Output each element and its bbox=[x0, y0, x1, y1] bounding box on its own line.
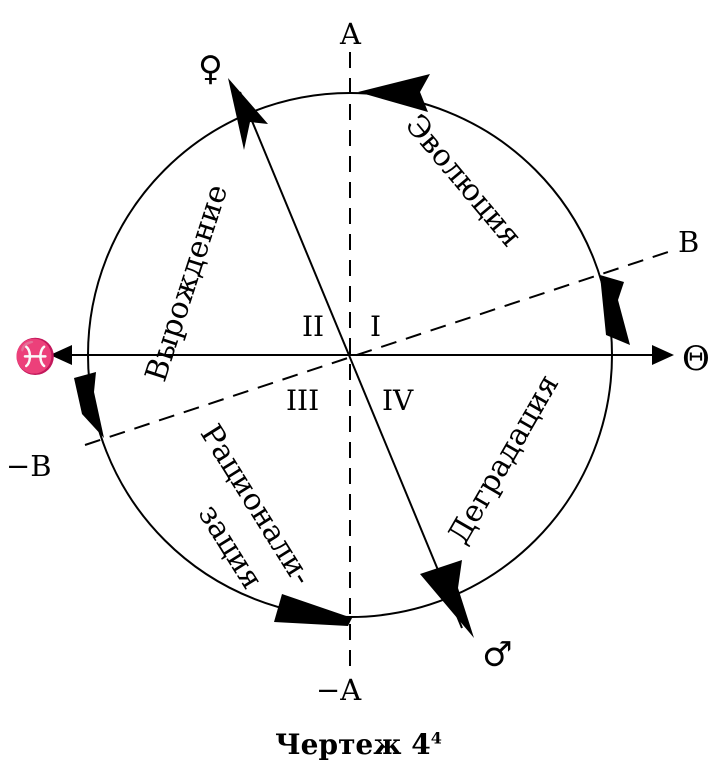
label-evolution: Эволюция bbox=[398, 108, 528, 254]
arrow-venus bbox=[228, 78, 268, 150]
arrow-mars bbox=[420, 560, 474, 638]
label-a-bottom: −A bbox=[316, 673, 362, 707]
arrow-top bbox=[358, 74, 430, 112]
label-degradation: Деградация bbox=[441, 368, 566, 550]
arrow-bottom bbox=[274, 594, 352, 626]
figure-caption: Чертеж 44 bbox=[275, 728, 442, 761]
venus-symbol: ♀ bbox=[198, 49, 223, 89]
arrow-right bbox=[600, 275, 630, 345]
right-end-symbol: Θ bbox=[682, 339, 710, 379]
label-b-right: B bbox=[678, 225, 699, 259]
pisces-symbol: ♓ bbox=[14, 337, 56, 377]
quadrant-iii: III bbox=[286, 384, 319, 417]
quadrant-ii: II bbox=[302, 310, 324, 343]
mars-symbol: ♂ bbox=[482, 635, 512, 675]
label-b-left: −B bbox=[6, 449, 52, 483]
arrow-left bbox=[74, 372, 104, 438]
label-a-top: A bbox=[339, 17, 362, 51]
quadrant-iv: IV bbox=[382, 384, 414, 417]
quadrant-i: I bbox=[370, 310, 381, 343]
venus-mars-line bbox=[239, 91, 463, 629]
